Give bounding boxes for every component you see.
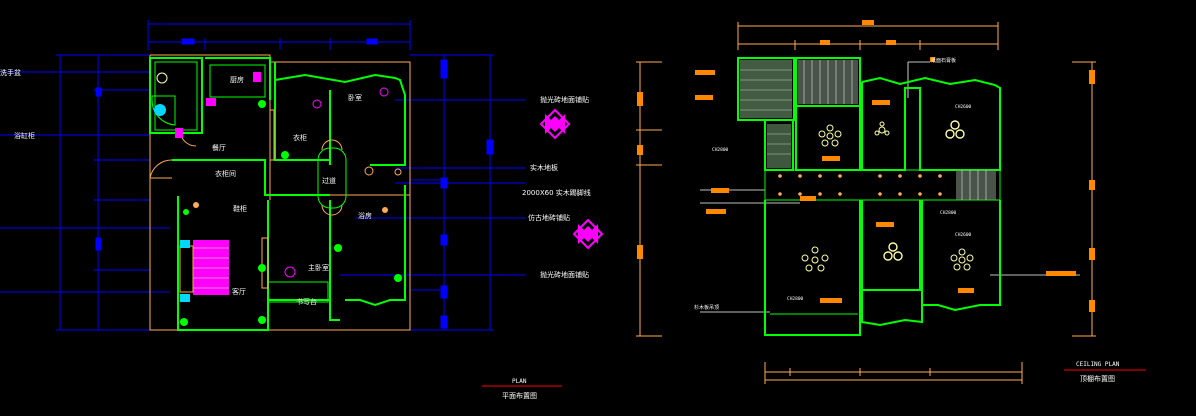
plan-sofa-set — [179, 237, 269, 302]
plan-top-dimension — [147, 20, 411, 50]
plan-subtitle: 平面布置图 — [502, 391, 537, 400]
callout-antique-tile: 仿古地砖铺贴 — [528, 213, 570, 222]
ceiling-chandelier-2 — [801, 246, 829, 272]
ceiling-chandelier-1 — [818, 124, 842, 147]
callout-bath-cabinet: 浴缸柜 — [14, 131, 35, 140]
plan-bath-fixtures — [151, 72, 402, 278]
label-closet: 衣柜 — [293, 133, 307, 142]
label-bedroom-ne: 卧室 — [348, 93, 362, 102]
label-hall: 过道 — [322, 176, 336, 185]
plan-plants — [180, 100, 402, 326]
label-dining: 餐厅 — [212, 143, 226, 152]
ceiling-chandelier-3 — [950, 248, 974, 271]
label-shoe: 鞋柜 — [233, 204, 247, 213]
ceiling-caption: CEILING PLAN 顶棚布置图 — [1064, 361, 1146, 383]
plan-right-dimensions — [410, 54, 494, 331]
callout-gypsum-board: 纸面石膏板 — [931, 57, 956, 64]
ceiling-fixture-tags: CH2800 CH2600 CH2800 CH2600 CH2800 — [712, 104, 972, 302]
ceiling-subtitle: 顶棚布置图 — [1080, 374, 1115, 383]
ceiling-pendant-2 — [945, 120, 965, 139]
fixture-tag-3: CH2800 — [940, 210, 957, 216]
label-cabinet: 衣柜间 — [215, 169, 236, 178]
label-living: 客厅 — [232, 287, 246, 296]
label-desk: 书写台 — [296, 297, 317, 306]
ceiling-hatch-panels — [740, 60, 996, 200]
plan-caption: PLAN 平面布置图 — [482, 378, 562, 400]
ceiling-title: CEILING PLAN — [1076, 361, 1120, 368]
ceiling-walls — [737, 57, 1001, 336]
ceiling-callouts: 纸面石膏板 杉木板吊顶 — [694, 57, 956, 311]
plan-left-dimensions — [56, 54, 150, 331]
plan-outline — [149, 54, 411, 331]
plan-room-labels: 厨房 餐厅 卧室 衣柜 衣柜间 过道 鞋柜 浴房 主卧室 书写台 客厅 — [212, 75, 372, 306]
plan-walls — [149, 57, 406, 331]
fixture-tag-1: CH2800 — [712, 147, 729, 153]
ceiling-bottom-dimension — [764, 362, 1023, 384]
callout-wood-floor: 实木地板 — [530, 163, 558, 172]
ceiling-corridor-lights — [778, 174, 942, 196]
callout-polished-tile-2: 抛光砖地面铺贴 — [540, 270, 589, 279]
ceiling-plan: CH2800 CH2600 CH2800 CH2600 CH2800 纸面石膏板… — [636, 20, 1146, 384]
plan-title: PLAN — [512, 378, 527, 385]
fixture-tag-4: CH2600 — [955, 232, 972, 238]
fixture-tag-5: CH2800 — [787, 296, 804, 302]
plan-left-callouts: 洗手盆 浴缸柜 — [0, 68, 35, 140]
label-bedroom-se: 主卧室 — [308, 263, 329, 272]
tile-pattern-symbol-2 — [572, 218, 604, 250]
callout-baseboard: 2000X60 实木踢脚线 — [522, 188, 591, 197]
ceiling-side-dimensions — [636, 61, 1096, 337]
callout-polished-tile-1: 抛光砖地面铺贴 — [540, 95, 589, 104]
ceiling-pendant-1 — [874, 121, 890, 136]
ceiling-pendant-3 — [883, 242, 903, 261]
tile-pattern-symbol-1 — [539, 108, 571, 140]
ceiling-tag-markers — [695, 57, 1076, 303]
label-bath-bar: 浴房 — [358, 211, 372, 220]
plan-right-callouts: 抛光砖地面铺贴 实木地板 2000X60 实木踢脚线 仿古地砖铺贴 抛光砖地面铺… — [522, 95, 591, 279]
fixture-tag-2: CH2600 — [955, 104, 972, 110]
plan-leaders — [0, 71, 525, 293]
callout-washbasin: 洗手盆 — [0, 68, 21, 77]
callout-fir-ceiling: 杉木板吊顶 — [694, 304, 719, 311]
plan-doors — [149, 129, 347, 216]
label-kitchen: 厨房 — [230, 75, 244, 84]
floor-plan: 厨房 餐厅 卧室 衣柜 衣柜间 过道 鞋柜 浴房 主卧室 书写台 客厅 洗手盆 … — [0, 20, 604, 400]
ceiling-top-dimension — [737, 20, 999, 50]
